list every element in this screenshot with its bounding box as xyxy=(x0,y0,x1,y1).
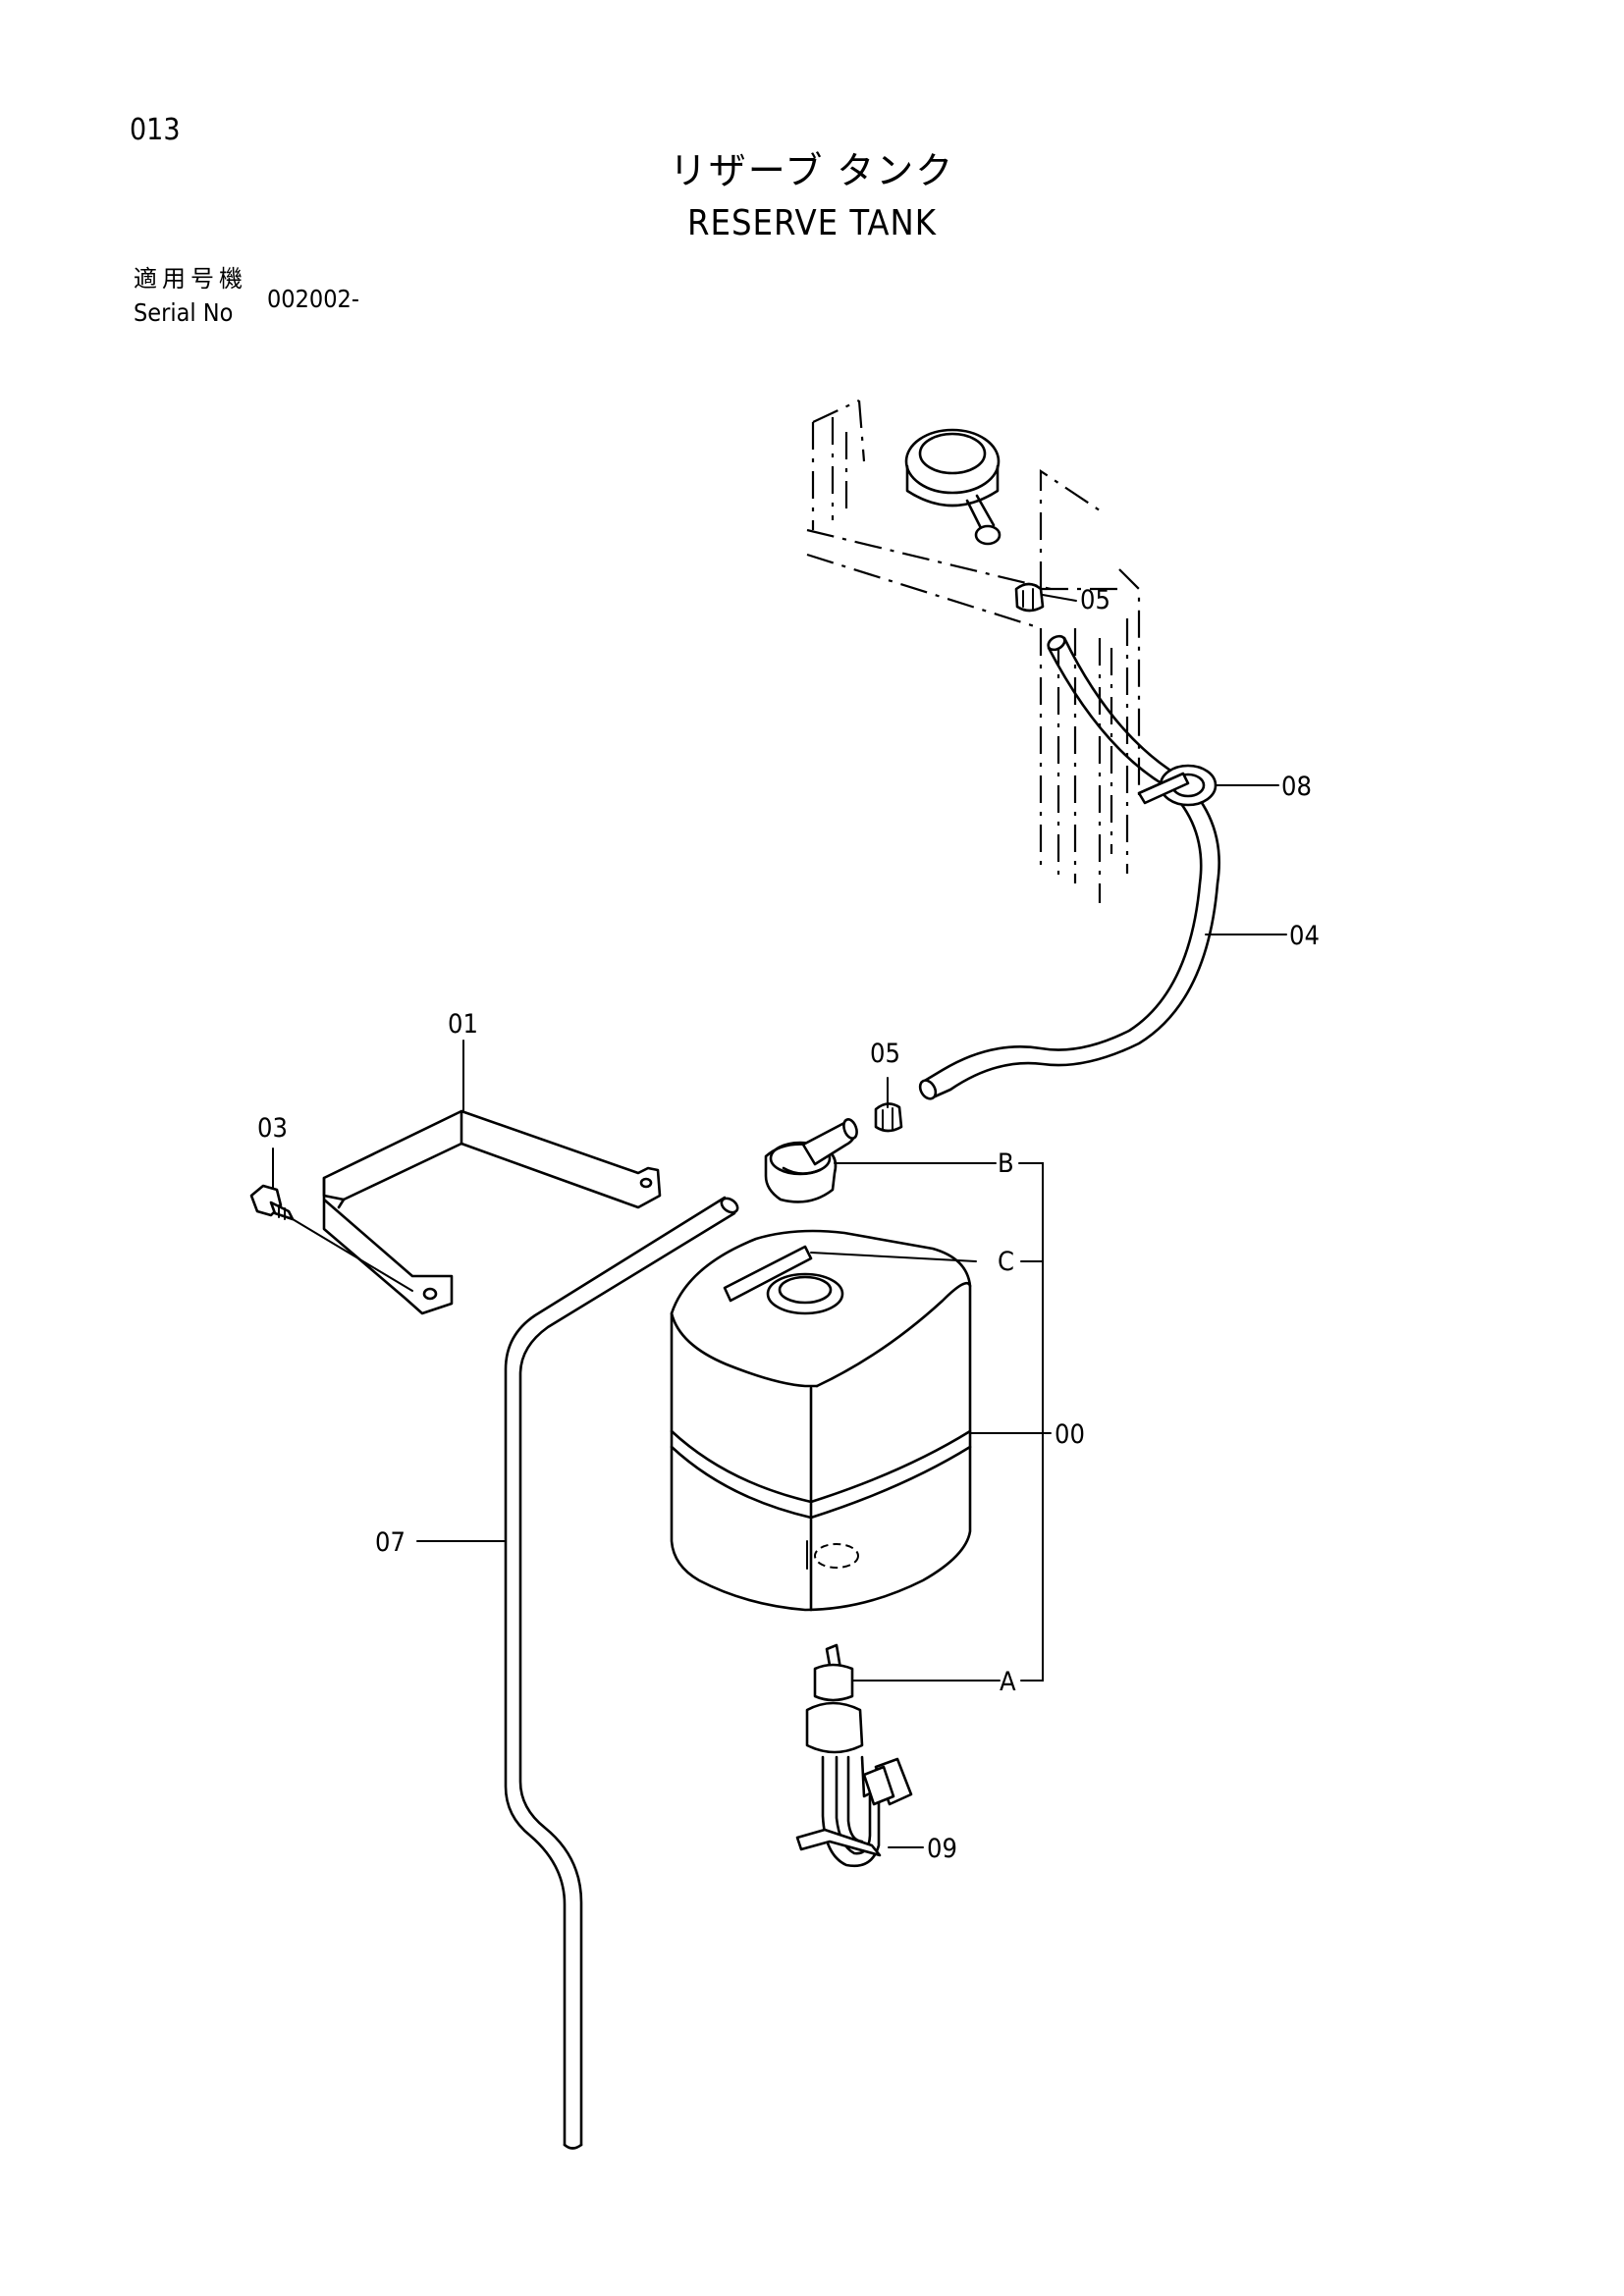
serial-number-range: 002002- xyxy=(267,285,359,313)
callout-04: 04 xyxy=(1289,921,1320,951)
tank-cap-b xyxy=(764,1118,858,1203)
serial-label-japanese: 適用号機 xyxy=(134,265,247,293)
callout-03: 03 xyxy=(257,1113,288,1144)
bracket-01 xyxy=(322,1109,662,1315)
page-title: RESERVE TANK xyxy=(687,203,937,243)
radiator-cap xyxy=(904,428,1001,546)
callout-08: 08 xyxy=(1281,772,1312,802)
hose-clip-08 xyxy=(1137,764,1218,807)
hose-07 xyxy=(504,1196,739,2150)
clamp-05-top xyxy=(1014,582,1045,613)
callout-00: 00 xyxy=(1055,1419,1085,1450)
callout-07: 07 xyxy=(375,1527,406,1558)
callout-05-top: 05 xyxy=(1080,585,1110,615)
leader-lines xyxy=(272,594,1287,1848)
callout-b: B xyxy=(998,1148,1014,1179)
bolt-03 xyxy=(249,1184,295,1221)
radiator-outline xyxy=(806,400,1141,903)
page-title-japanese: リザーブ タンク xyxy=(669,149,955,192)
reserve-tank-00 xyxy=(670,1229,972,1612)
callout-09: 09 xyxy=(927,1834,957,1864)
callout-a: A xyxy=(1000,1667,1016,1697)
callout-05-middle: 05 xyxy=(870,1039,900,1069)
serial-label: Serial No xyxy=(134,298,234,327)
callout-01: 01 xyxy=(448,1009,478,1040)
hose-04 xyxy=(918,634,1220,1100)
callout-labels: 05 08 04 01 05 03 B C 00 07 A 09 xyxy=(257,585,1320,1864)
clamp-05-middle xyxy=(874,1102,903,1133)
level-sensor-09 xyxy=(795,1643,913,1868)
callout-c: C xyxy=(998,1247,1014,1277)
page-number: 013 xyxy=(130,113,181,147)
